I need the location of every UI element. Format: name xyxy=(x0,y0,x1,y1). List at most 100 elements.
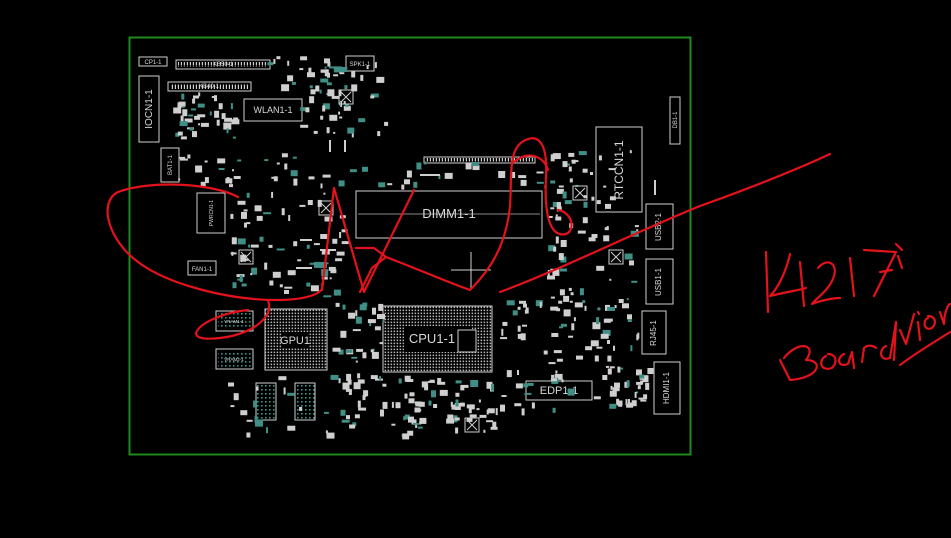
connector-rj45[interactable]: RJ45-1 xyxy=(641,310,667,355)
smd-component xyxy=(403,416,406,421)
connector-dimm[interactable]: DIMM1-1 xyxy=(355,190,543,239)
smd-component xyxy=(552,201,557,207)
smd-component xyxy=(609,366,615,369)
smd-component xyxy=(550,378,557,382)
smd-component xyxy=(357,373,361,379)
smd-component xyxy=(342,304,346,310)
chip-cpu[interactable]: CPU1-1 xyxy=(382,305,493,373)
smd-component xyxy=(447,414,454,421)
smd-component xyxy=(625,399,628,406)
smd-component xyxy=(360,74,364,81)
smd-component xyxy=(351,356,358,359)
smd-component xyxy=(624,253,633,260)
smd-component xyxy=(287,392,295,396)
smd-component xyxy=(281,153,288,158)
smd-component xyxy=(310,89,316,95)
connector-db[interactable]: DB1-1 xyxy=(669,96,681,145)
smd-component xyxy=(486,420,494,423)
connector-hdmi[interactable]: HDMI1-1 xyxy=(653,361,681,415)
smd-component xyxy=(556,188,564,194)
smd-component xyxy=(622,303,629,309)
smd-component xyxy=(230,213,234,219)
smd-component xyxy=(583,195,587,199)
smd-component xyxy=(440,391,448,394)
smd-component xyxy=(626,298,629,301)
smd-component xyxy=(281,84,290,92)
smd-component xyxy=(279,284,283,288)
connector-fan[interactable]: FAN1-1 xyxy=(187,260,217,276)
smd-component xyxy=(287,270,296,276)
smd-component xyxy=(253,400,258,408)
ink-zigzag xyxy=(320,186,416,294)
smd-component xyxy=(416,162,422,170)
smd-component xyxy=(309,85,313,89)
smd-component xyxy=(550,306,559,311)
connector-usb1[interactable]: USB1-1 xyxy=(645,258,674,305)
smd-component xyxy=(341,241,349,245)
smd-component xyxy=(512,310,518,316)
smd-component xyxy=(552,153,561,160)
smd-component xyxy=(287,60,290,66)
smd-component xyxy=(551,333,559,337)
smd-component xyxy=(521,408,525,416)
chip-vram2[interactable]: VRAM2-1 xyxy=(215,348,254,370)
connector-kb40[interactable]: KB40-1 xyxy=(167,81,252,92)
smd-component xyxy=(344,85,348,90)
smd-component xyxy=(327,89,335,97)
smd-component xyxy=(308,176,315,180)
smd-component xyxy=(564,200,572,205)
smd-component xyxy=(578,151,587,156)
connector-bat[interactable]: BAT1-1 xyxy=(160,147,180,183)
smd-component xyxy=(366,65,369,70)
connector-top-strip xyxy=(423,156,536,164)
smd-component xyxy=(560,240,567,247)
connector-iocn[interactable]: IOCN1-1 xyxy=(138,75,160,143)
smd-component xyxy=(384,121,389,126)
smd-component xyxy=(356,348,364,352)
smd-component xyxy=(643,394,648,400)
smd-component xyxy=(217,158,226,164)
smd-component xyxy=(269,280,274,286)
connector-spk[interactable]: SPK1-1 xyxy=(345,55,375,72)
smd-component xyxy=(468,408,472,414)
chip-gpu[interactable]: GPU1 xyxy=(264,308,328,371)
smd-component xyxy=(348,312,356,319)
smd-component xyxy=(322,105,326,112)
ic-mark xyxy=(466,419,478,431)
smd-component xyxy=(328,66,337,69)
connector-usb2[interactable]: USB2-1 xyxy=(645,203,674,250)
smd-component xyxy=(231,119,240,125)
smd-component xyxy=(326,432,335,439)
smd-component xyxy=(555,216,562,221)
smd-component xyxy=(568,166,572,172)
smd-component xyxy=(246,432,251,438)
smd-component xyxy=(264,159,269,162)
smd-component xyxy=(605,203,611,209)
smd-component xyxy=(550,154,555,162)
smd-component xyxy=(317,199,322,207)
smd-component xyxy=(490,426,498,430)
chip-vram1[interactable]: VRAM1-1 xyxy=(215,310,254,332)
chip-vram4 xyxy=(294,382,316,421)
label-kb50: KB50-1 xyxy=(213,62,234,68)
smd-component xyxy=(618,299,624,303)
smd-component xyxy=(214,95,217,102)
connector-pwrcn[interactable]: PWRCN1-1 xyxy=(196,192,226,234)
smd-component xyxy=(402,433,410,440)
smd-component xyxy=(319,262,327,268)
smd-component xyxy=(627,314,632,320)
smd-component xyxy=(613,345,615,351)
smd-component xyxy=(486,381,493,389)
smd-component xyxy=(338,378,341,384)
smd-component xyxy=(614,382,620,388)
smd-component xyxy=(607,306,615,311)
smd-component xyxy=(182,106,185,108)
connector-cp1[interactable]: CP1-1 xyxy=(138,56,168,67)
smd-component xyxy=(246,192,250,198)
ic-outline xyxy=(318,200,334,216)
connector-rtccn[interactable]: RTCCN1-1 xyxy=(595,126,643,213)
label-vram2: VRAM2-1 xyxy=(224,357,244,362)
smd-component xyxy=(427,380,435,383)
smd-component xyxy=(362,166,368,172)
